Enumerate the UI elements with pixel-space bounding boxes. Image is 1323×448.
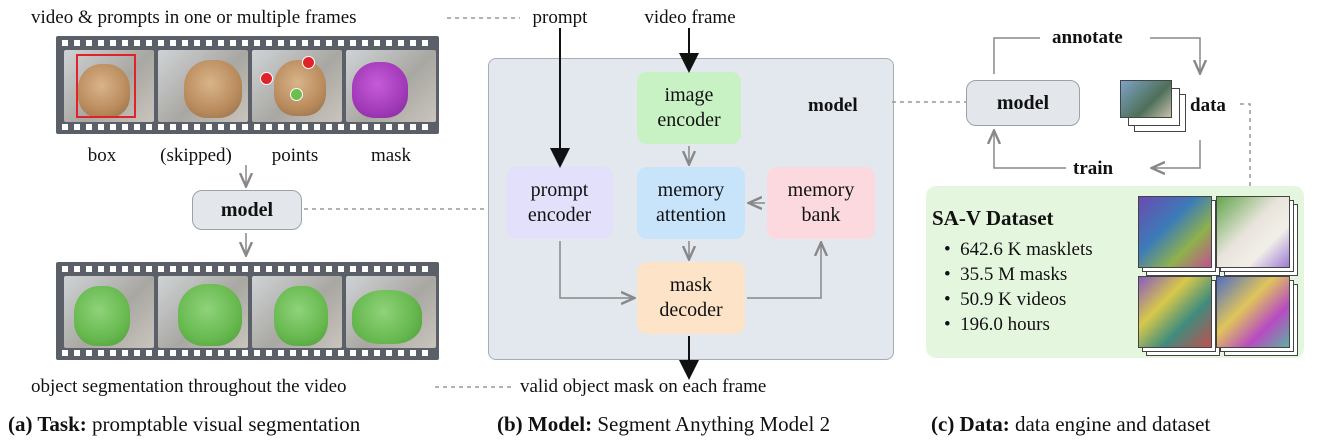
negative-point-icon bbox=[302, 56, 315, 69]
prompt-encoder-box: prompt encoder bbox=[506, 167, 613, 239]
panel-a-top-label: video & prompts in one or multiple frame… bbox=[31, 7, 357, 28]
panel-a-model-box: model bbox=[192, 190, 302, 230]
data-label: data bbox=[1190, 95, 1226, 116]
mask-decoder-box: mask decoder bbox=[637, 262, 745, 334]
output-frame-3 bbox=[252, 276, 342, 348]
dataset-stat-1: • 642.6 K masklets bbox=[944, 239, 1093, 260]
train-label: train bbox=[1073, 158, 1114, 179]
dataset-title: SA-V Dataset bbox=[932, 206, 1054, 230]
positive-point-icon bbox=[290, 88, 303, 101]
panel-a-bottom-label: object segmentation throughout the video bbox=[31, 376, 347, 397]
panel-c-model-box: model bbox=[966, 80, 1080, 126]
frame-label-mask: mask bbox=[370, 145, 412, 166]
annotate-label: annotate bbox=[1052, 27, 1123, 48]
frame-points bbox=[252, 50, 342, 122]
output-frame-1 bbox=[64, 276, 154, 348]
prompt-label: prompt bbox=[532, 7, 588, 28]
caption-c: (c) Data: data engine and dataset bbox=[931, 412, 1211, 436]
input-filmstrip bbox=[56, 36, 439, 134]
output-mask-label: valid object mask on each frame bbox=[520, 376, 767, 397]
frame-label-skipped: (skipped) bbox=[160, 145, 232, 166]
negative-point-icon bbox=[260, 72, 273, 85]
box-prompt-rectangle bbox=[76, 54, 136, 118]
dataset-stat-2: • 35.5 M masks bbox=[944, 264, 1068, 285]
memory-bank-box: memory bank bbox=[767, 167, 875, 239]
dataset-stat-3: • 50.9 K videos bbox=[944, 289, 1067, 310]
output-filmstrip bbox=[56, 262, 439, 360]
frame-skipped bbox=[158, 50, 248, 122]
output-frame-2 bbox=[158, 276, 248, 348]
output-frame-4 bbox=[346, 276, 436, 348]
image-encoder-box: image encoder bbox=[637, 72, 741, 144]
frame-label-box: box bbox=[87, 145, 117, 166]
frame-label-points: points bbox=[271, 145, 319, 166]
caption-b: (b) Model: Segment Anything Model 2 bbox=[497, 412, 831, 436]
dataset-stat-4: • 196.0 hours bbox=[944, 314, 1050, 335]
memory-attention-box: memory attention bbox=[637, 167, 745, 239]
caption-a: (a) Task: promptable visual segmentation bbox=[8, 412, 361, 436]
model-panel-title: model bbox=[808, 95, 858, 116]
frame-box-prompt bbox=[64, 50, 154, 122]
frame-mask bbox=[346, 50, 436, 122]
video-frame-label: video frame bbox=[644, 7, 736, 28]
